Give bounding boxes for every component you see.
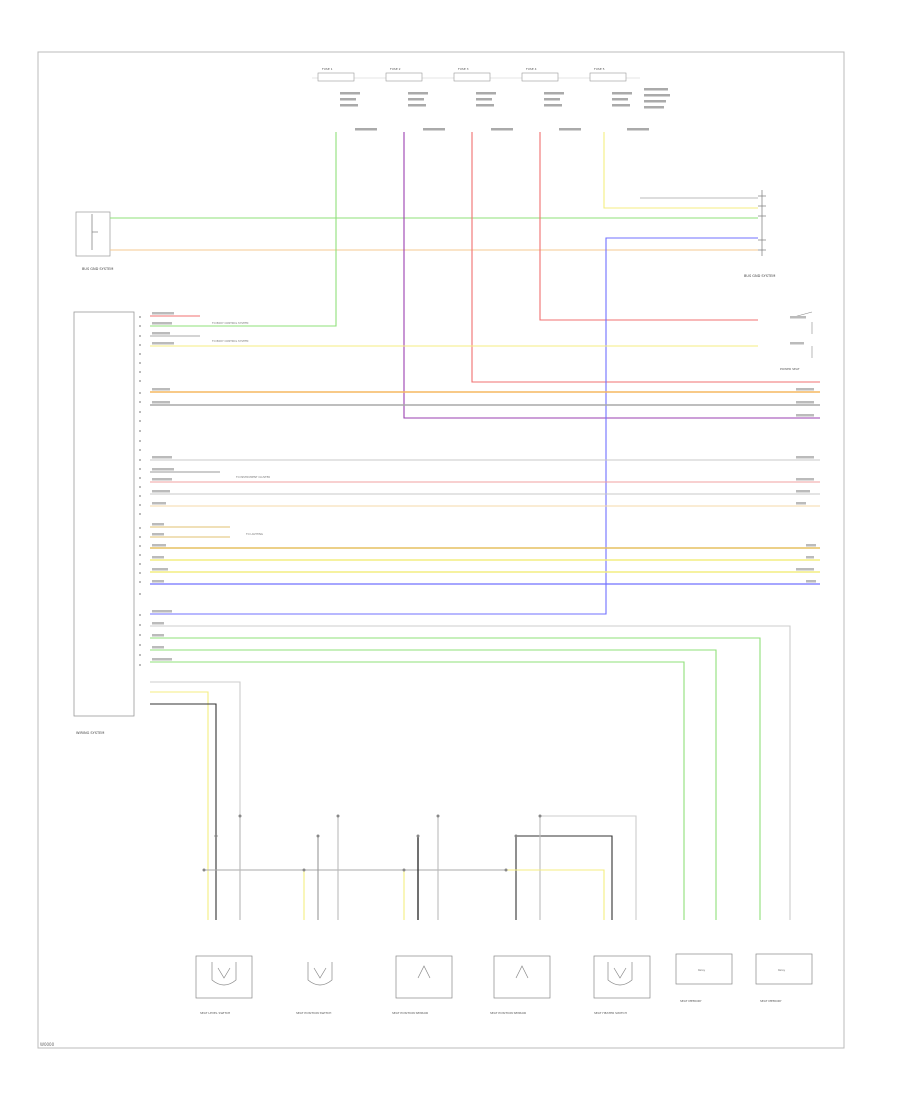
inline-label-4: TO LIGHTING bbox=[246, 532, 263, 536]
fuse-block bbox=[312, 72, 640, 82]
left-connector bbox=[75, 211, 111, 257]
component-label-6: SEAT MEMORY bbox=[680, 999, 702, 1003]
fuse-3 bbox=[453, 72, 491, 82]
inline-label-2: TO BODY CONTROL SYSTEM bbox=[212, 339, 248, 343]
component-label-3: SEAT POSITION SENSOR bbox=[392, 1011, 428, 1015]
wire-fuse3-red bbox=[471, 132, 820, 383]
wire-fuse5-yellow bbox=[603, 132, 640, 209]
component-seat-position-switch bbox=[307, 962, 333, 986]
fuse-4 bbox=[521, 72, 559, 82]
inline-label-1: TO BODY CONTROL SYSTEM bbox=[212, 321, 248, 325]
fuse-3-label: FUSE 3 bbox=[458, 67, 469, 71]
component-label-4: SEAT POSITION SENSOR bbox=[490, 1011, 526, 1015]
component-seat-position-sensor-1 bbox=[395, 955, 453, 999]
fuse-1-label: FUSE 1 bbox=[322, 67, 333, 71]
component-label-7: SEAT MEMORY bbox=[760, 999, 782, 1003]
module-label: WIRING SYSTEM bbox=[76, 731, 104, 735]
fuse-5 bbox=[589, 72, 627, 82]
fuse-2-label: FUSE 2 bbox=[390, 67, 401, 71]
wire-label-text bbox=[152, 312, 816, 661]
wire-fuse1-green bbox=[150, 132, 337, 327]
wiring-module bbox=[73, 311, 135, 717]
page-code: W0000 bbox=[40, 1042, 55, 1047]
fuse-spec-text bbox=[340, 88, 670, 131]
wire-fuse4-red bbox=[539, 132, 758, 321]
left-connector-label: BUS GND SYSTEM bbox=[82, 267, 113, 271]
wire-fuse2-purple bbox=[403, 132, 820, 419]
inline-label-3: TO INSTRUMENT CLUSTER bbox=[236, 475, 270, 479]
component-label-2: SEAT POSITION SWITCH bbox=[296, 1011, 331, 1015]
power-seat-symbol bbox=[789, 311, 813, 358]
right-connector bbox=[758, 190, 766, 256]
fuse-2 bbox=[385, 72, 423, 82]
power-seat-label: POWER SEAT bbox=[780, 367, 800, 371]
relay-1-text: Relay bbox=[698, 968, 706, 972]
component-seat-heater-switch bbox=[593, 955, 651, 999]
diagram-frame bbox=[37, 51, 845, 1049]
component-label-1: SEAT LEVEL SWITCH bbox=[200, 1011, 230, 1015]
fuse-1 bbox=[317, 72, 355, 82]
component-relay-1 bbox=[675, 953, 733, 985]
relay-2-text: Relay bbox=[778, 968, 786, 972]
fuse-5-label: FUSE 5 bbox=[594, 67, 605, 71]
fuse-4-label: FUSE 4 bbox=[526, 67, 537, 71]
wires bbox=[110, 132, 820, 920]
component-label-5: SEAT HEATER SWITCH bbox=[594, 1011, 627, 1015]
component-seat-level-switch bbox=[195, 955, 253, 999]
component-relay-2 bbox=[755, 953, 813, 985]
wire-blue-loop bbox=[150, 237, 758, 615]
module-pin-numbers bbox=[139, 316, 141, 666]
junction-dots bbox=[202, 814, 542, 872]
component-seat-position-sensor-2 bbox=[493, 955, 551, 999]
right-connector-label: BUS GND SYSTEM bbox=[744, 274, 775, 278]
